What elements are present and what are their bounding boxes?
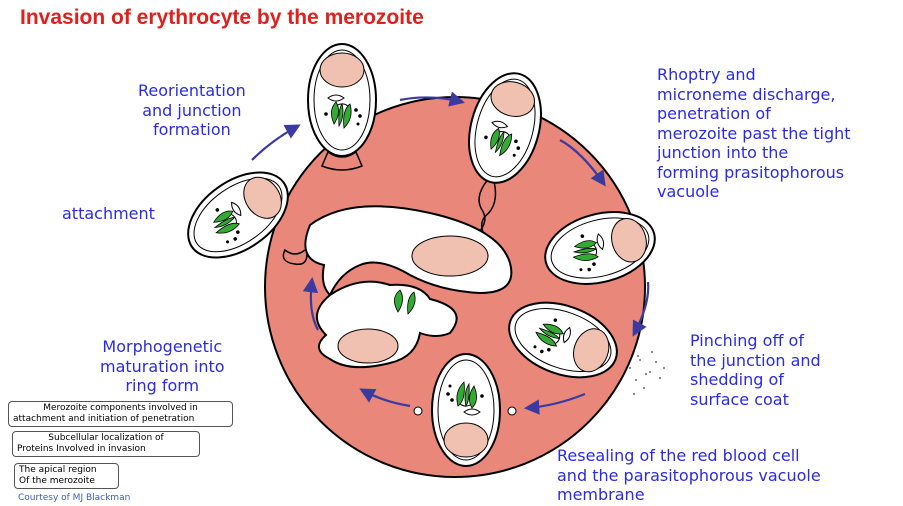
- courtesy-credit: Courtesy of MJ Blackman: [18, 493, 130, 503]
- label-pinching: Pinching off of the junction and sheddin…: [690, 331, 821, 409]
- legend-box-subcellular: Subcellular localization of Proteins Inv…: [12, 431, 200, 457]
- merozoite-resealing: [432, 354, 500, 466]
- label-resealing: Resealing of the red blood cell and the …: [557, 446, 821, 505]
- label-attachment: attachment: [62, 204, 155, 224]
- label-reorientation: Reorientation and junction formation: [138, 81, 246, 140]
- legend-box-apical: The apical region Of the merozoite: [14, 463, 119, 489]
- label-rhoptry: Rhoptry and microneme discharge, penetra…: [657, 65, 851, 202]
- legend-box-merozoite-components: Merozoite components involved in attachm…: [8, 401, 233, 427]
- shed-surface-coat: [629, 351, 665, 395]
- label-morphogenetic: Morphogenetic maturation into ring form: [100, 337, 225, 396]
